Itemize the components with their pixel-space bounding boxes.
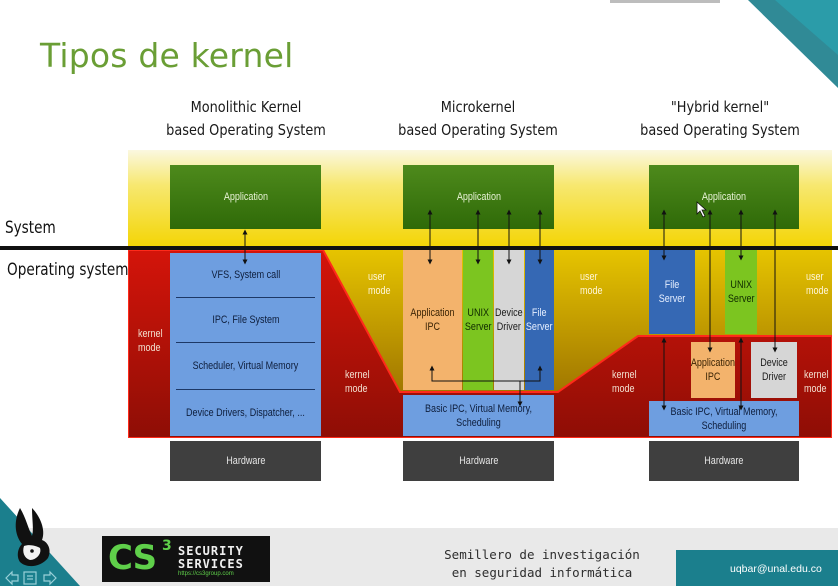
logo-line1: SECURITY (178, 544, 244, 558)
box-label: Application IPC (410, 307, 455, 333)
box-label: Device Driver (760, 357, 788, 383)
column-title-line: "Hybrid kernel" (670, 98, 770, 116)
microkernel-server-box: File Server (525, 250, 554, 390)
logo-line2: SERVICES (178, 557, 244, 571)
box-label: Application (456, 191, 501, 203)
contact-email: uqbar@unal.edu.co (730, 563, 822, 575)
cs3-logo: CS 3 SECURITY SERVICES https://cs3group.… (102, 536, 270, 582)
slide-nav-controls[interactable] (4, 570, 84, 586)
monolithic-layer: IPC, File System (170, 298, 321, 342)
hybrid-kernel-server-box: Device Driver (751, 342, 797, 398)
microkernel-server-box: Device Driver (494, 250, 524, 390)
system-divider-line (0, 246, 838, 250)
hybrid-user-server-box: File Server (649, 250, 695, 334)
logo-main-text: CS (108, 538, 157, 578)
mode-text: user mode (368, 271, 391, 297)
box-label: VFS, System call (211, 269, 280, 281)
column-title-line: Monolithic Kernel (190, 98, 302, 116)
logo-superscript: 3 (162, 538, 172, 554)
box-label: IPC, File System (211, 314, 280, 326)
mode-text: user mode (806, 271, 829, 297)
column-title-line: based Operating System (166, 121, 326, 139)
box-label: Hardware (458, 455, 499, 467)
box-label: Application IPC (690, 357, 736, 383)
box-label: Device Drivers, Dispatcher, ... (186, 407, 305, 419)
column-title-line: based Operating System (640, 121, 800, 139)
hybrid-user-server-box: UNIX Server (725, 250, 757, 334)
monolithic-hardware-box: Hardware (170, 441, 321, 481)
layer-separator (176, 297, 315, 298)
tagline-line: en seguridad informática (451, 565, 633, 580)
monolithic-application-box: Application (170, 165, 321, 229)
monolithic-kernel-box (170, 253, 321, 436)
mode-text: kernel mode (345, 369, 370, 395)
box-label: File Server (526, 307, 553, 333)
column-title-monolithic: Monolithic Kernel based Operating System (160, 96, 332, 142)
box-label: UNIX Server (727, 279, 755, 305)
hybrid-kernel-server-box: Application IPC (691, 342, 735, 398)
kernel-mode-label: kernel mode (612, 368, 642, 396)
box-label: File Server (658, 279, 686, 305)
layer-separator (176, 342, 315, 343)
user-mode-label: user mode (580, 270, 610, 298)
monolithic-layer: Scheduler, Virtual Memory (170, 343, 321, 389)
corner-decoration (610, 0, 838, 88)
system-label: System (5, 218, 56, 238)
kernel-mode-label: kernel mode (804, 368, 834, 396)
column-title-line: based Operating System (398, 121, 558, 139)
monolithic-layer: VFS, System call (170, 253, 321, 297)
box-label: Hardware (704, 455, 744, 467)
layer-separator (176, 389, 315, 390)
box-label: Application (701, 191, 747, 203)
kernel-mode-label: kernel mode (345, 368, 375, 396)
box-label: Hardware (225, 455, 266, 467)
mode-text: kernel mode (138, 328, 163, 354)
box-label: Scheduler, Virtual Memory (192, 360, 299, 372)
email-panel (676, 550, 838, 586)
logo-url: https://cs3group.com (178, 571, 234, 577)
hybrid-core-box: Basic IPC, Virtual Memory, Scheduling (649, 401, 799, 436)
user-mode-label: user mode (806, 270, 836, 298)
operating-system-label: Operating system (7, 260, 129, 280)
kernel-mode-label: kernel mode (138, 327, 168, 355)
hybrid-application-box: Application (649, 165, 799, 229)
research-group-tagline: Semillero de investigación en seguridad … (436, 546, 648, 582)
monolithic-layer: Device Drivers, Dispatcher, ... (170, 390, 321, 436)
next-slide-icon[interactable] (43, 570, 57, 586)
mode-text: user mode (580, 271, 603, 297)
microkernel-server-box: UNIX Server (463, 250, 493, 390)
box-label: Basic IPC, Virtual Memory, Scheduling (670, 405, 778, 432)
microkernel-core-box: Basic IPC, Virtual Memory, Scheduling (403, 395, 554, 436)
slide-title: Tipos de kernel (40, 36, 294, 75)
microkernel-application-box: Application (403, 165, 554, 229)
microkernel-server-box: Application IPC (403, 250, 462, 390)
column-title-microkernel: Microkernel based Operating System (392, 96, 564, 142)
box-label: Application (223, 191, 268, 203)
rabbit-mascot-icon (0, 498, 80, 586)
box-label: Basic IPC, Virtual Memory, Scheduling (425, 402, 532, 429)
column-title-line: Microkernel (440, 98, 516, 116)
user-mode-label: user mode (368, 270, 398, 298)
mode-text: kernel mode (612, 369, 637, 395)
column-title-hybrid: "Hybrid kernel" based Operating System (634, 96, 806, 142)
box-label: UNIX Server (464, 307, 492, 333)
slide-list-icon[interactable] (23, 571, 37, 585)
tagline-line: Semillero de investigación (444, 547, 640, 562)
microkernel-hardware-box: Hardware (403, 441, 554, 481)
box-label: Device Driver (495, 307, 523, 333)
mode-text: kernel mode (804, 369, 829, 395)
hybrid-hardware-box: Hardware (649, 441, 799, 481)
previous-slide-icon[interactable] (5, 570, 19, 586)
